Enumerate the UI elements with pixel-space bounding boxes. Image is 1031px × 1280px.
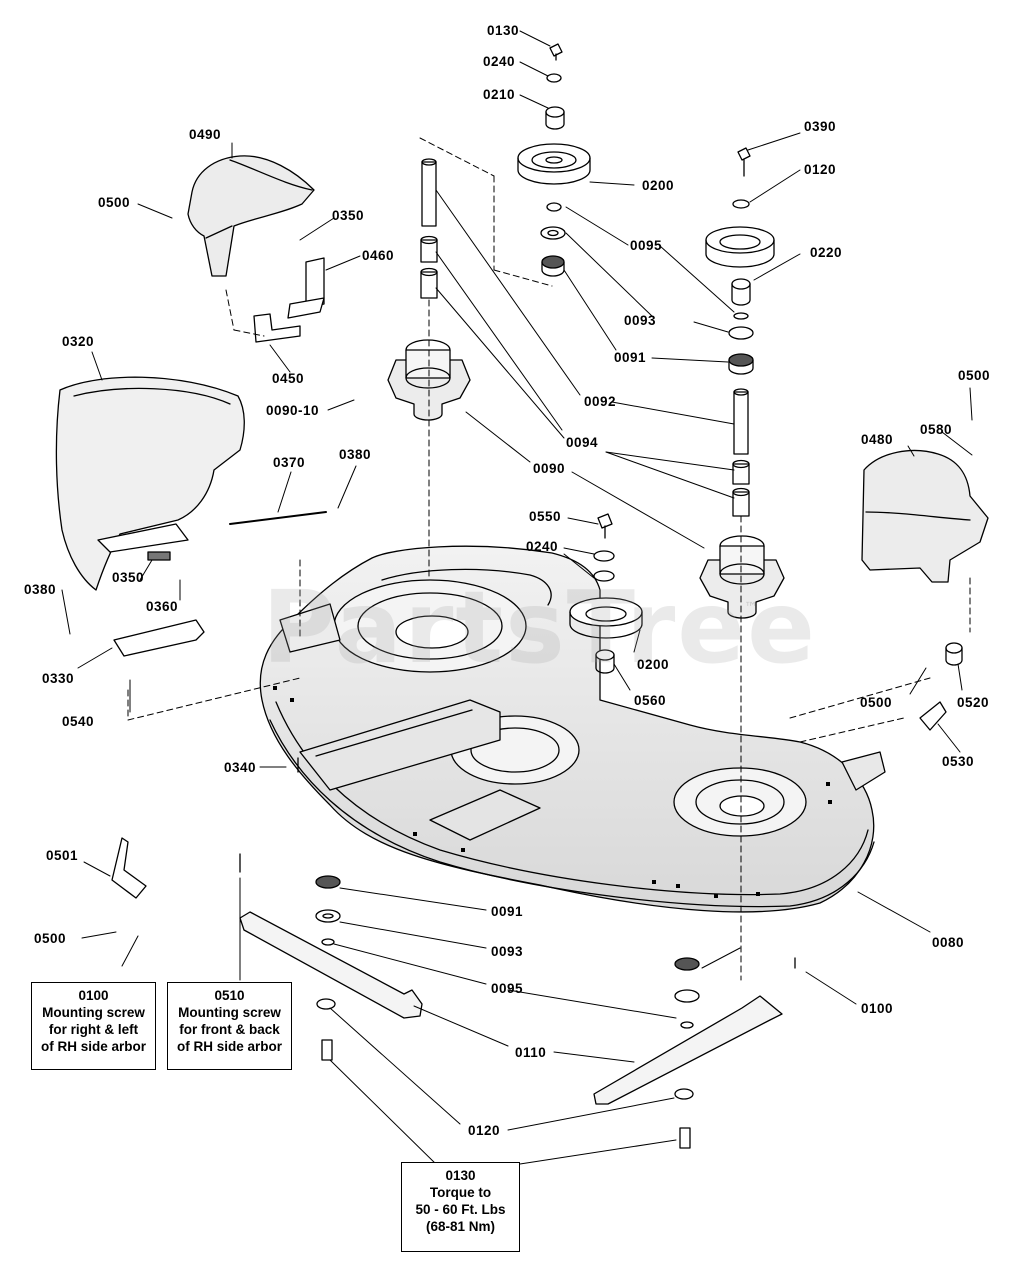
- belt-cover-right-0480: [861, 449, 989, 583]
- callout-0390[interactable]: 0390: [804, 119, 837, 134]
- callout-0490[interactable]: 0490: [189, 127, 222, 142]
- callout-0240-top[interactable]: 0240: [483, 54, 516, 69]
- callout-0100[interactable]: 0100: [861, 1001, 894, 1016]
- note-0100-part: 0100: [78, 988, 109, 1003]
- callout-0095-lower[interactable]: 0095: [491, 981, 524, 996]
- note-0130-line-2: 50 - 60 Ft. Lbs: [415, 1202, 506, 1217]
- callout-0560[interactable]: 0560: [634, 693, 667, 708]
- callout-0093-lower[interactable]: 0093: [491, 944, 524, 959]
- note-0100-line-1: Mounting screw: [42, 1005, 145, 1020]
- note-0510-line-1: Mounting screw: [178, 1005, 281, 1020]
- callout-0095-upper[interactable]: 0095: [630, 238, 663, 253]
- bracket-0460: [287, 257, 325, 319]
- callout-0090-10[interactable]: 0090-10: [266, 403, 320, 418]
- callout-0093-upper[interactable]: 0093: [624, 313, 657, 328]
- note-0100-line-2: for right & left: [48, 1022, 139, 1037]
- callout-0480[interactable]: 0480: [861, 432, 894, 447]
- callout-0091-lower[interactable]: 0091: [491, 904, 524, 919]
- callout-0130-top[interactable]: 0130: [487, 23, 520, 38]
- note-box-0100: 0100 Mounting screw for right & left of …: [31, 982, 156, 1070]
- callout-0094[interactable]: 0094: [566, 435, 599, 450]
- callout-0320[interactable]: 0320: [62, 334, 95, 349]
- right-spindle-stack: [699, 147, 785, 619]
- callout-0110[interactable]: 0110: [515, 1045, 547, 1060]
- top-spindle-stack: [387, 43, 591, 421]
- watermark-trademark: ™: [744, 600, 758, 616]
- callout-0092[interactable]: 0092: [584, 394, 617, 409]
- hidden-center-lines: [127, 137, 971, 981]
- lower-right-stack: [674, 957, 796, 1149]
- lower-left-stack: [239, 757, 341, 1061]
- callout-0530[interactable]: 0530: [942, 754, 975, 769]
- discharge-chute-0320: [55, 376, 245, 591]
- note-0510-line-3: of RH side arbor: [176, 1039, 282, 1054]
- callout-0500-mid-right[interactable]: 0500: [860, 695, 893, 710]
- callout-0340[interactable]: 0340: [224, 760, 257, 775]
- callout-0200-mid[interactable]: 0200: [637, 657, 670, 672]
- callout-0360[interactable]: 0360: [146, 599, 179, 614]
- callout-0350-lower[interactable]: 0350: [112, 570, 145, 585]
- callout-0370[interactable]: 0370: [273, 455, 306, 470]
- callout-0380-lower[interactable]: 0380: [24, 582, 57, 597]
- callout-0520[interactable]: 0520: [957, 695, 990, 710]
- callout-0080[interactable]: 0080: [932, 935, 965, 950]
- leader-lines: [61, 30, 973, 1169]
- callout-0330[interactable]: 0330: [42, 671, 75, 686]
- callout-0380-upper[interactable]: 0380: [339, 447, 372, 462]
- note-0130-line-3: (68-81 Nm): [425, 1219, 496, 1234]
- callout-0200-upper[interactable]: 0200: [642, 178, 675, 193]
- watermark: PartsTree: [262, 569, 817, 686]
- note-0510-part: 0510: [214, 988, 245, 1003]
- callout-0091-upper[interactable]: 0091: [614, 350, 647, 365]
- blade-right: [593, 995, 783, 1105]
- callout-0500-upper-left[interactable]: 0500: [98, 195, 131, 210]
- note-box-0510: 0510 Mounting screw for front & back of …: [167, 982, 292, 1070]
- callout-0350-upper[interactable]: 0350: [332, 208, 365, 223]
- callout-0210[interactable]: 0210: [483, 87, 516, 102]
- note-0100-line-3: of RH side arbor: [40, 1039, 146, 1054]
- callout-0120-lower[interactable]: 0120: [468, 1123, 501, 1138]
- callout-0090[interactable]: 0090: [533, 461, 566, 476]
- idler-pulley-group: [569, 513, 643, 674]
- mower-deck-housing: [259, 545, 886, 913]
- blade-left: [239, 911, 423, 1019]
- note-box-0130: 0130 Torque to 50 - 60 Ft. Lbs (68-81 Nm…: [401, 1162, 520, 1252]
- callout-0580[interactable]: 0580: [920, 422, 953, 437]
- callout-0540[interactable]: 0540: [62, 714, 95, 729]
- bracket-0530: [919, 642, 963, 731]
- belt-cover-left-0490: [187, 155, 315, 277]
- callout-0500-right[interactable]: 0500: [958, 368, 991, 383]
- bracket-0450: [253, 313, 301, 343]
- note-0510-line-2: for front & back: [179, 1022, 280, 1037]
- callout-0501[interactable]: 0501: [46, 848, 79, 863]
- callout-0500-lower-left[interactable]: 0500: [34, 931, 67, 946]
- note-0130-part: 0130: [445, 1168, 476, 1183]
- note-0130-line-1: Torque to: [429, 1185, 492, 1200]
- callout-0450[interactable]: 0450: [272, 371, 305, 386]
- callout-0120-upper[interactable]: 0120: [804, 162, 837, 177]
- callout-0220[interactable]: 0220: [810, 245, 843, 260]
- spring-bracket-0330: [113, 511, 327, 657]
- callout-0460[interactable]: 0460: [362, 248, 395, 263]
- callout-0240-mid[interactable]: 0240: [526, 539, 559, 554]
- callout-0550[interactable]: 0550: [529, 509, 562, 524]
- bracket-0501: [111, 837, 147, 899]
